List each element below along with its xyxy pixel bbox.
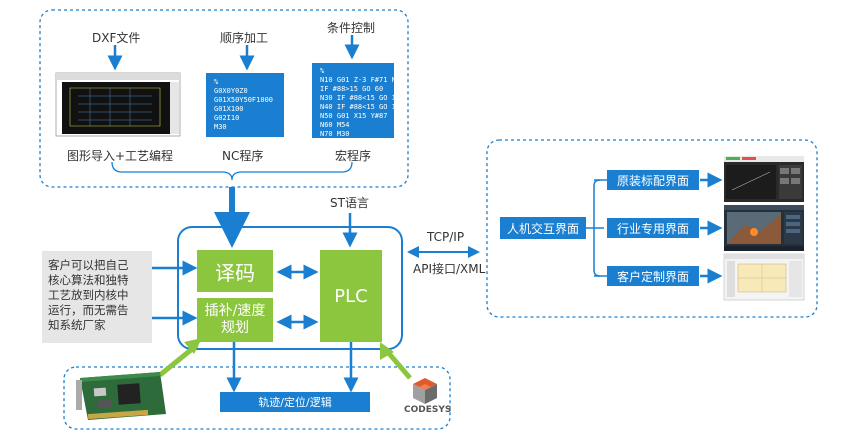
hmi-screenshot-industry (724, 205, 804, 251)
customer-note-line: 知系统厂家 (48, 318, 106, 332)
macro-code-line: N60 M54 (320, 121, 350, 129)
macro-code-line: N50 G01 X15 Y#87 (320, 112, 388, 120)
codesys-logo-icon (413, 378, 437, 404)
tcpip-label: TCP/IP (427, 230, 465, 244)
customer-note-line: 客户可以把自己 (48, 258, 129, 272)
hmi-screenshot-standard (724, 156, 804, 202)
codesys-green-arrow (384, 348, 412, 380)
macro-code-line: IF #88>15 GO 60 (320, 85, 384, 93)
dxf-label: DXF文件 (92, 31, 141, 45)
plc-box: PLC (320, 250, 382, 342)
nc-code-line: G02I10 (214, 114, 240, 122)
trajectory-bar: 轨迹/定位/逻辑 (220, 392, 370, 412)
hmi-tree (586, 179, 604, 277)
hmi-item-custom: 客户定制界面 (607, 266, 699, 286)
macro-label: 条件控制 (327, 21, 376, 35)
dxf-caption: 图形导入+工艺编程 (67, 149, 174, 163)
codesys-green-arrowhead (380, 342, 394, 360)
dxf-screenshot (55, 72, 181, 137)
board-image (76, 372, 166, 420)
macro-code-line: N30 IF #88<15 GO 120 (320, 94, 405, 102)
customer-note-line: 运行，而无需告 (48, 303, 129, 317)
nc-code-line: G01X50Y50F1000 (214, 96, 274, 104)
customer-note-line: 工艺放到内核中 (48, 288, 129, 302)
macro-code-line: N10 G01 Z-3 F#71 N20 (320, 76, 405, 84)
macro-caption: 宏程序 (335, 149, 372, 163)
customer-note: 客户可以把自己核心算法和独特工艺放到内核中运行，而无需告知系统厂家 (42, 251, 152, 343)
brace (111, 161, 353, 181)
hmi-title-box: 人机交互界面 (500, 217, 586, 239)
nc-code-line: G01X100 (214, 105, 244, 113)
nc-code-line: % (214, 78, 219, 86)
macro-code-line: N70 M30 (320, 130, 350, 138)
codesys-wordmark: CODESYS (404, 405, 452, 415)
nc-code-line: M30 (214, 123, 227, 131)
top-dashed-group (39, 9, 409, 188)
board-green-arrowhead (184, 338, 202, 354)
macro-code-line: % (320, 67, 325, 75)
macro-code-line: N40 IF #88<15 GO 120 (320, 103, 405, 111)
bottom-dashed-group (63, 366, 451, 430)
nc-caption: NC程序 (222, 149, 264, 163)
hmi-item-industry: 行业专用界面 (607, 218, 699, 238)
customer-note-line: 核心算法和独特 (48, 273, 129, 287)
st-label: ST语言 (330, 196, 369, 210)
decode-box: 译码 (197, 250, 273, 292)
api-label: API接口/XML (413, 262, 486, 276)
nc-label: 顺序加工 (220, 31, 269, 45)
interp-box: 插补/速度规划 (197, 298, 273, 342)
hmi-item-standard: 原装标配界面 (607, 170, 699, 190)
hmi-screenshot-custom (723, 253, 805, 301)
right-dashed-group (486, 139, 818, 318)
nc-code-line: G0X0Y0Z0 (214, 87, 248, 95)
